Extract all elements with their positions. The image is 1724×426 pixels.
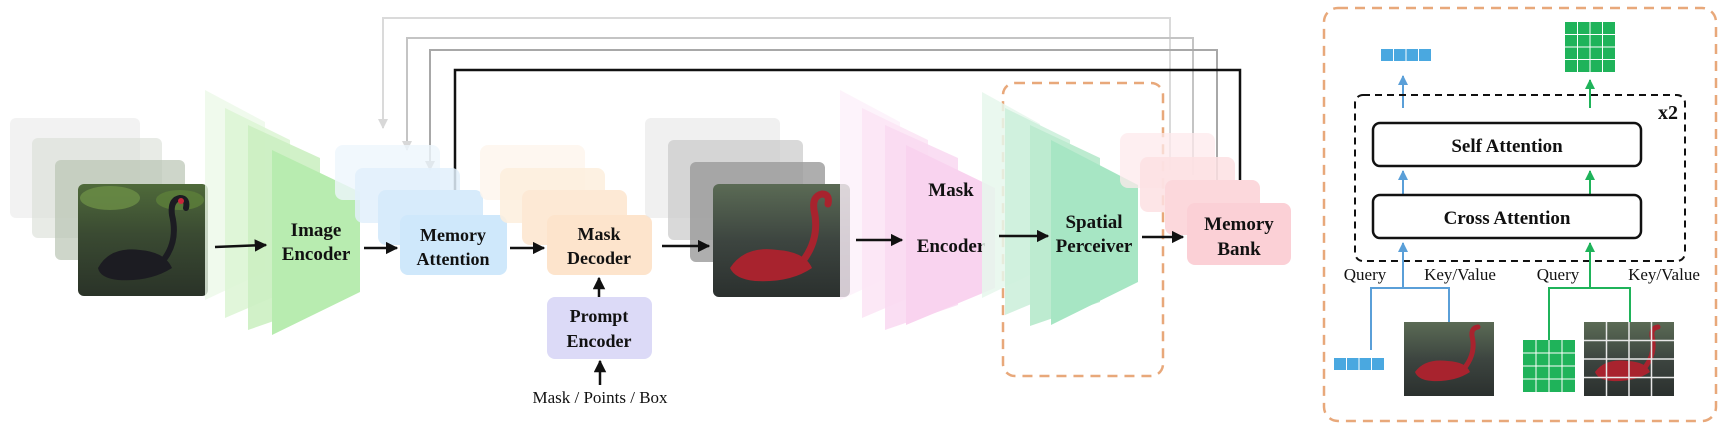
query-label-right: Query (1537, 265, 1580, 284)
prompt-encoder-label-1: Prompt (570, 306, 629, 326)
arrow-frames-to-encoder (214, 239, 268, 252)
prompt-input-label: Mask / Points / Box (532, 388, 668, 407)
patched-mask-feature-image (1584, 322, 1674, 396)
cross-attention-block (1371, 193, 1643, 240)
self-attention-block (1371, 121, 1643, 168)
input-query-tokens (1334, 358, 1384, 370)
output-frame-current (713, 184, 850, 297)
feedback-line-main (448, 68, 1242, 214)
spatial-perceiver-label-1: Spatial (1065, 212, 1122, 233)
keyvalue-label-right: Key/Value (1628, 265, 1700, 284)
repeat-block (1354, 94, 1686, 262)
image-encoder-label-2: Encoder (282, 244, 351, 265)
mask-decoder: Mask Decoder (480, 145, 652, 275)
mask-encoder-label-1: Mask (928, 180, 974, 201)
mask-encoder-label-2: Encoder (917, 236, 986, 257)
prompt-encoder: Prompt Encoder Mask / Points / Box (532, 297, 668, 407)
perceiver-detail-panel: x2 Self Attention Cross Attention Query … (1322, 6, 1718, 423)
detail-panel-border (1322, 6, 1718, 423)
memory-feedback-loops (378, 17, 1242, 214)
input-frame-current (78, 184, 208, 296)
output-grid-tokens (1565, 22, 1615, 72)
output-query-tokens (1381, 49, 1431, 61)
feedback-line-2 (402, 37, 1194, 175)
prompt-encoder-label-2: Encoder (567, 331, 632, 351)
memory-attention-label-1: Memory (420, 225, 486, 245)
mask-feature-image (1404, 322, 1494, 396)
image-encoder: Image Encoder (205, 90, 360, 335)
memory-bank: Memory Bank (1120, 133, 1291, 265)
memory-attention: Memory Attention (335, 145, 507, 275)
self-attention-label: Self Attention (1451, 136, 1563, 157)
spatial-perceiver-label-2: Perceiver (1056, 236, 1133, 257)
mask-decoder-label-1: Mask (577, 224, 620, 244)
repeat-label: x2 (1658, 102, 1678, 124)
spatial-perceiver: Spatial Perceiver (982, 81, 1165, 378)
cross-attention-label: Cross Attention (1444, 208, 1571, 229)
query-label-left: Query (1344, 265, 1387, 284)
mask-encoder: Mask Encoder (840, 90, 995, 330)
input-grid-tokens (1523, 340, 1575, 392)
keyvalue-label-left: Key/Value (1424, 265, 1496, 284)
output-frames (645, 118, 850, 297)
mask-decoder-label-2: Decoder (567, 248, 631, 268)
memory-attention-label-2: Attention (417, 249, 490, 269)
input-frames (10, 118, 208, 296)
memory-bank-label-2: Bank (1217, 239, 1261, 260)
memory-bank-label-1: Memory (1204, 214, 1274, 235)
main-flow-arrows (214, 229, 1185, 385)
image-encoder-label-1: Image (291, 220, 342, 241)
feedback-line-3 (425, 49, 1218, 182)
feedback-line-1 (378, 17, 1171, 170)
